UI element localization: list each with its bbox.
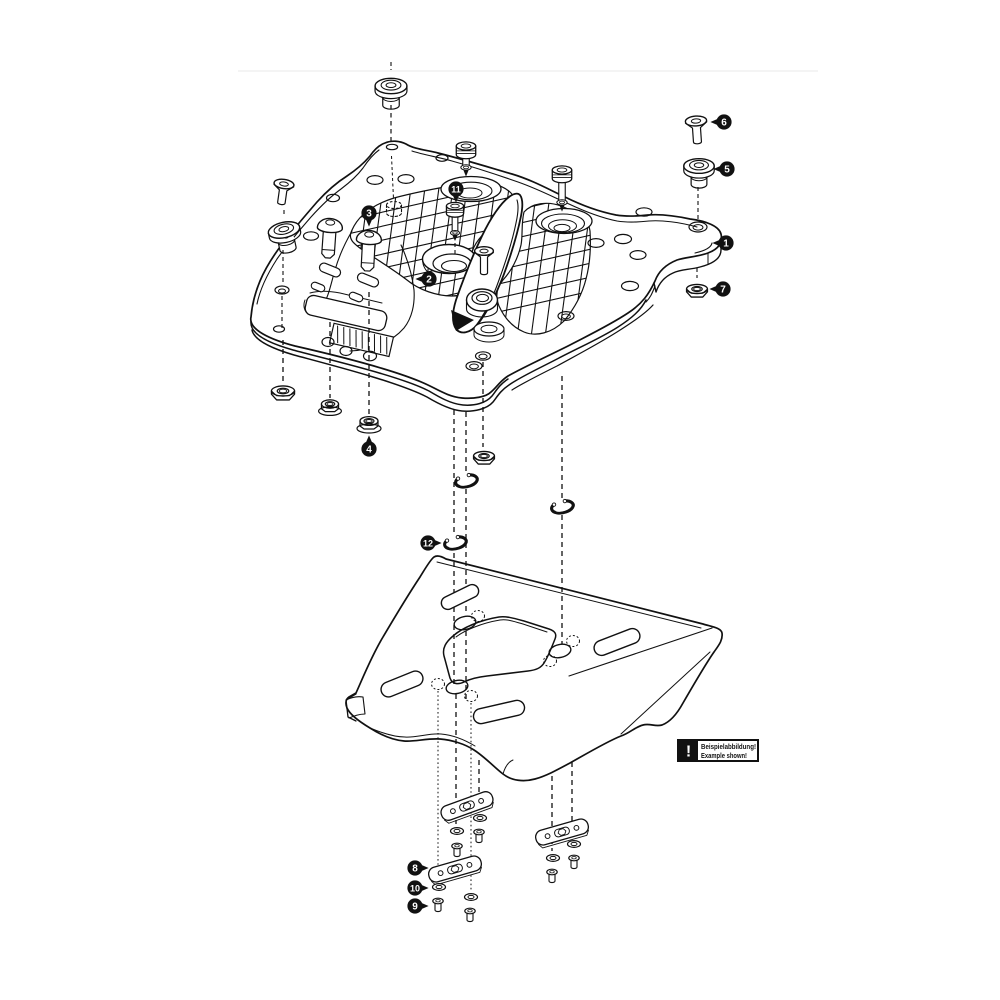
svg-text:Example shown!: Example shown!	[701, 751, 747, 760]
svg-text:!: !	[686, 744, 691, 761]
svg-text:1: 1	[723, 239, 729, 250]
svg-text:2: 2	[426, 275, 432, 286]
svg-text:7: 7	[720, 285, 726, 296]
svg-text:5: 5	[724, 165, 730, 176]
svg-text:3: 3	[366, 209, 372, 220]
svg-text:8: 8	[412, 864, 418, 875]
svg-text:12: 12	[423, 539, 433, 549]
svg-text:Beispielabbildung!: Beispielabbildung!	[701, 742, 756, 751]
svg-text:10: 10	[410, 884, 420, 894]
svg-text:4: 4	[366, 445, 372, 456]
svg-text:11: 11	[451, 185, 461, 195]
svg-text:6: 6	[721, 118, 727, 129]
svg-text:9: 9	[412, 902, 418, 913]
